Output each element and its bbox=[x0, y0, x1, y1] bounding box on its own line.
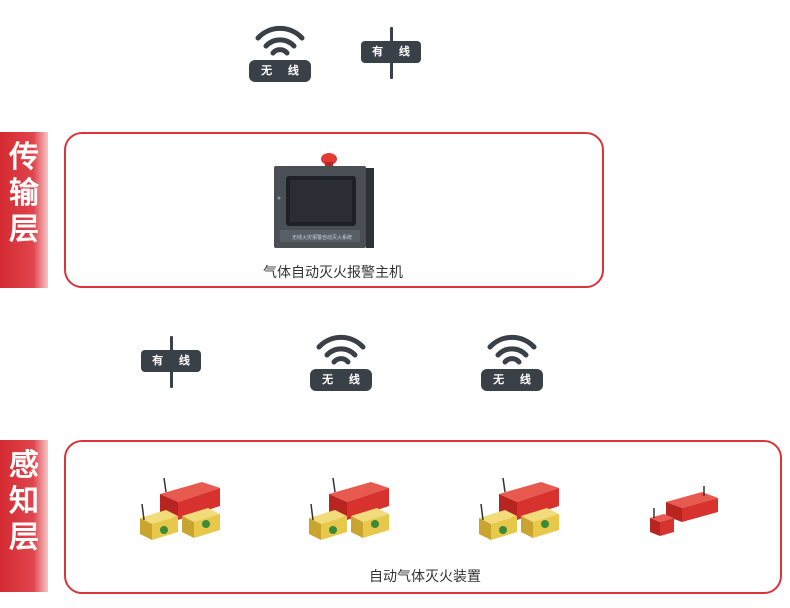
extinguisher-caption: 自动气体灭火装置 bbox=[369, 569, 481, 585]
wifi-icon bbox=[255, 25, 305, 56]
tab-char: 输 bbox=[9, 176, 39, 211]
wireless-badge-top: 无 线 bbox=[249, 24, 311, 84]
wired-badge-top: 有 线 bbox=[361, 27, 421, 79]
wireless-badge-middle-2: 无 线 bbox=[481, 333, 543, 393]
wired-label: 有 线 bbox=[141, 350, 201, 372]
tab-char: 层 bbox=[9, 212, 39, 247]
tab-char: 感 bbox=[9, 448, 39, 483]
wireless-badge-middle-1: 无 线 bbox=[310, 333, 372, 393]
extinguisher-device-red-icon bbox=[646, 486, 722, 546]
extinguisher-device-icon bbox=[136, 476, 224, 550]
wired-label: 有 线 bbox=[361, 41, 421, 63]
tab-char: 知 bbox=[9, 484, 39, 519]
panel-plate-text: 无线火灾报警自动灭火系统 bbox=[292, 234, 352, 241]
wired-badge-middle: 有 线 bbox=[141, 336, 201, 388]
tab-char: 传 bbox=[9, 140, 39, 175]
alarm-controller-icon: 无线火灾报警自动灭火系统 bbox=[272, 150, 376, 254]
sensing-layer-tab: 感 知 层 bbox=[0, 440, 48, 592]
wireless-label: 无 线 bbox=[481, 369, 543, 391]
extinguisher-device-icon bbox=[305, 476, 393, 550]
wifi-icon bbox=[316, 334, 366, 365]
wireless-label: 无 线 bbox=[249, 60, 311, 82]
controller-caption: 气体自动灭火报警主机 bbox=[263, 265, 403, 281]
wireless-label: 无 线 bbox=[310, 369, 372, 391]
transport-layer-tab: 传 输 层 bbox=[0, 132, 48, 288]
extinguisher-device-icon bbox=[475, 476, 563, 550]
wifi-icon bbox=[487, 334, 537, 365]
tab-char: 层 bbox=[9, 520, 39, 555]
